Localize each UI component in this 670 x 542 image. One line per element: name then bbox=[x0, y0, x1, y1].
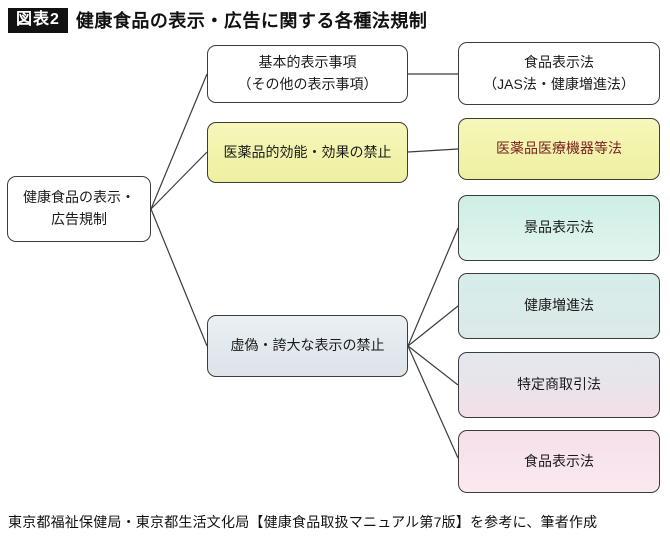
node-health-promotion-act: 健康増進法 bbox=[458, 273, 660, 339]
node-health-food-regulation: 健康食品の表示・ 広告規制 bbox=[7, 176, 151, 242]
node-basic-labeling-items: 基本的表示事項 （その他の表示事項） bbox=[207, 45, 408, 103]
node-label-line: 健康増進法 bbox=[524, 297, 594, 314]
connector-line bbox=[407, 148, 459, 153]
connector-line bbox=[407, 227, 459, 347]
node-specified-commercial-transactions-act: 特定商取引法 bbox=[458, 352, 660, 418]
node-label-line: 医薬品的効能・効果の禁止 bbox=[223, 143, 392, 160]
node-label-line: 虚偽・誇大な表示の禁止 bbox=[230, 337, 385, 354]
connector-line bbox=[150, 208, 208, 347]
page-title: 図表2 健康食品の表示・広告に関する各種法規制 bbox=[8, 7, 427, 33]
node-label-line: 健康食品の表示・ bbox=[23, 189, 135, 206]
node-label-line: （その他の表示事項） bbox=[237, 76, 378, 92]
source-note: 東京都福祉保健局・東京都生活文化局【健康食品取扱マニュアル第7版】を参考に、筆者… bbox=[8, 514, 598, 530]
node-label-line: 景品表示法 bbox=[524, 219, 594, 236]
node-label-line: 特定商取引法 bbox=[517, 376, 601, 393]
node-pharmaceuticals-medical-devices-act: 医薬品医療機器等法 bbox=[458, 118, 660, 180]
node-premiums-representations-act: 景品表示法 bbox=[458, 195, 660, 261]
node-label-line: 基本的表示事項 bbox=[258, 54, 357, 71]
node-prohibition-false-exaggerated: 虚偽・誇大な表示の禁止 bbox=[207, 315, 408, 377]
node-label-line: 医薬品医療機器等法 bbox=[496, 140, 622, 157]
connector-line bbox=[407, 345, 459, 386]
node-food-labeling-act-jas: 食品表示法 （JAS法・健康増進法） bbox=[458, 42, 660, 105]
node-label-line: 広告規制 bbox=[51, 211, 107, 227]
connector-line bbox=[150, 73, 208, 210]
node-food-labeling-act: 食品表示法 bbox=[458, 430, 660, 493]
connector-line bbox=[407, 345, 459, 459]
node-label-line: （JAS法・健康増進法） bbox=[483, 75, 635, 92]
node-label-line: 食品表示法 bbox=[524, 53, 594, 70]
node-prohibition-drug-efficacy: 医薬品的効能・効果の禁止 bbox=[207, 122, 408, 183]
figure-number-badge: 図表2 bbox=[8, 7, 68, 33]
node-label-line: 食品表示法 bbox=[524, 452, 594, 469]
page-title-text: 健康食品の表示・広告に関する各種法規制 bbox=[75, 11, 428, 31]
connector-line bbox=[150, 151, 208, 210]
connector-line bbox=[407, 305, 459, 347]
